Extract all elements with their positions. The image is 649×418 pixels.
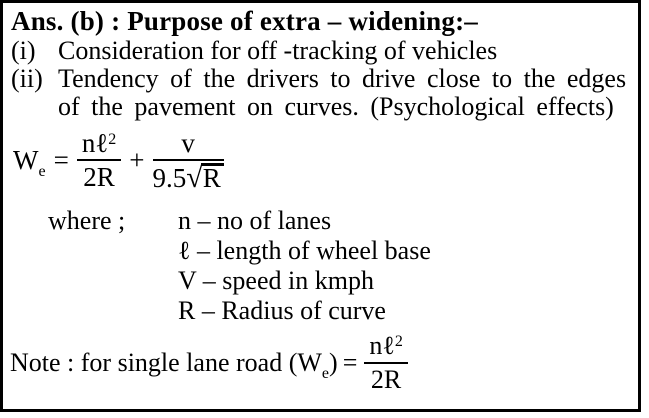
note-fraction-exponent: 2 [394, 333, 403, 350]
fraction-1-numerator: nℓ2 [76, 128, 122, 161]
fraction-1-exponent: 2 [108, 131, 117, 148]
fraction-2-denominator: 9.5√R [153, 161, 224, 192]
definitions-list: n – no of lanes ℓ – length of wheel base… [178, 206, 431, 326]
fraction-1: nℓ2 2R [76, 128, 122, 192]
formula-lhs: We [13, 144, 46, 180]
fraction-2: v 9.5√R [152, 129, 224, 192]
definition-item-v: V – speed in kmph [178, 266, 374, 295]
fraction-2-numerator: v [152, 129, 224, 161]
note-section: Note : for single lane road (We) = nℓ2 2… [10, 332, 638, 394]
answer-card: Ans. (b) : Purpose of extra – widening:–… [0, 0, 641, 412]
list-marker-ii: (ii) [11, 64, 43, 93]
widening-formula: We = nℓ2 2R + v 9.5√R [13, 126, 638, 194]
plus-sign: + [129, 144, 145, 175]
note-text-after: ) [329, 348, 338, 377]
definition-item-r: R – Radius of curve [178, 296, 386, 325]
note-equals-sign: = [342, 348, 358, 377]
fraction-1-denominator: 2R [83, 162, 115, 192]
note-fraction-denominator: 2R [370, 365, 402, 394]
equals-sign: = [53, 144, 69, 175]
note-var: W [297, 348, 322, 377]
formula-var: W [13, 144, 39, 175]
list-item-i: (i) Consideration for off -tracking of v… [11, 37, 638, 65]
list-text-ii: Tendency of the drivers to drive close t… [58, 64, 627, 121]
fraction-1-numerator-base: nℓ [81, 128, 109, 158]
square-root-symbol: √ [186, 160, 203, 194]
definition-item-n: n – no of lanes [178, 206, 332, 235]
note-text: Note : for single lane road (We) [10, 348, 338, 382]
note-fraction-numerator: nℓ2 [364, 331, 408, 364]
note-text-before: Note : for single lane road ( [10, 348, 298, 377]
where-label: where ; [48, 206, 126, 235]
square-root-radicand: R [200, 162, 224, 191]
where-section: where ; n – no of lanes ℓ – length of wh… [48, 206, 638, 326]
list-item-ii: (ii) Tendency of the drivers to drive cl… [11, 65, 638, 121]
formula-var-subscript: e [38, 162, 46, 180]
note-var-subscript: e [321, 365, 330, 382]
list-marker-i: (i) [11, 36, 36, 65]
note-fraction-numerator-base: nℓ [369, 331, 395, 360]
note-fraction: nℓ2 2R [364, 331, 408, 394]
answer-title: Ans. (b) : Purpose of extra – widening:– [11, 6, 478, 36]
list-text-i: Consideration for off -tracking of vehic… [58, 36, 498, 65]
sqrt-coefficient: 9.5 [152, 162, 187, 193]
definition-item-l: ℓ – length of wheel base [178, 236, 431, 265]
